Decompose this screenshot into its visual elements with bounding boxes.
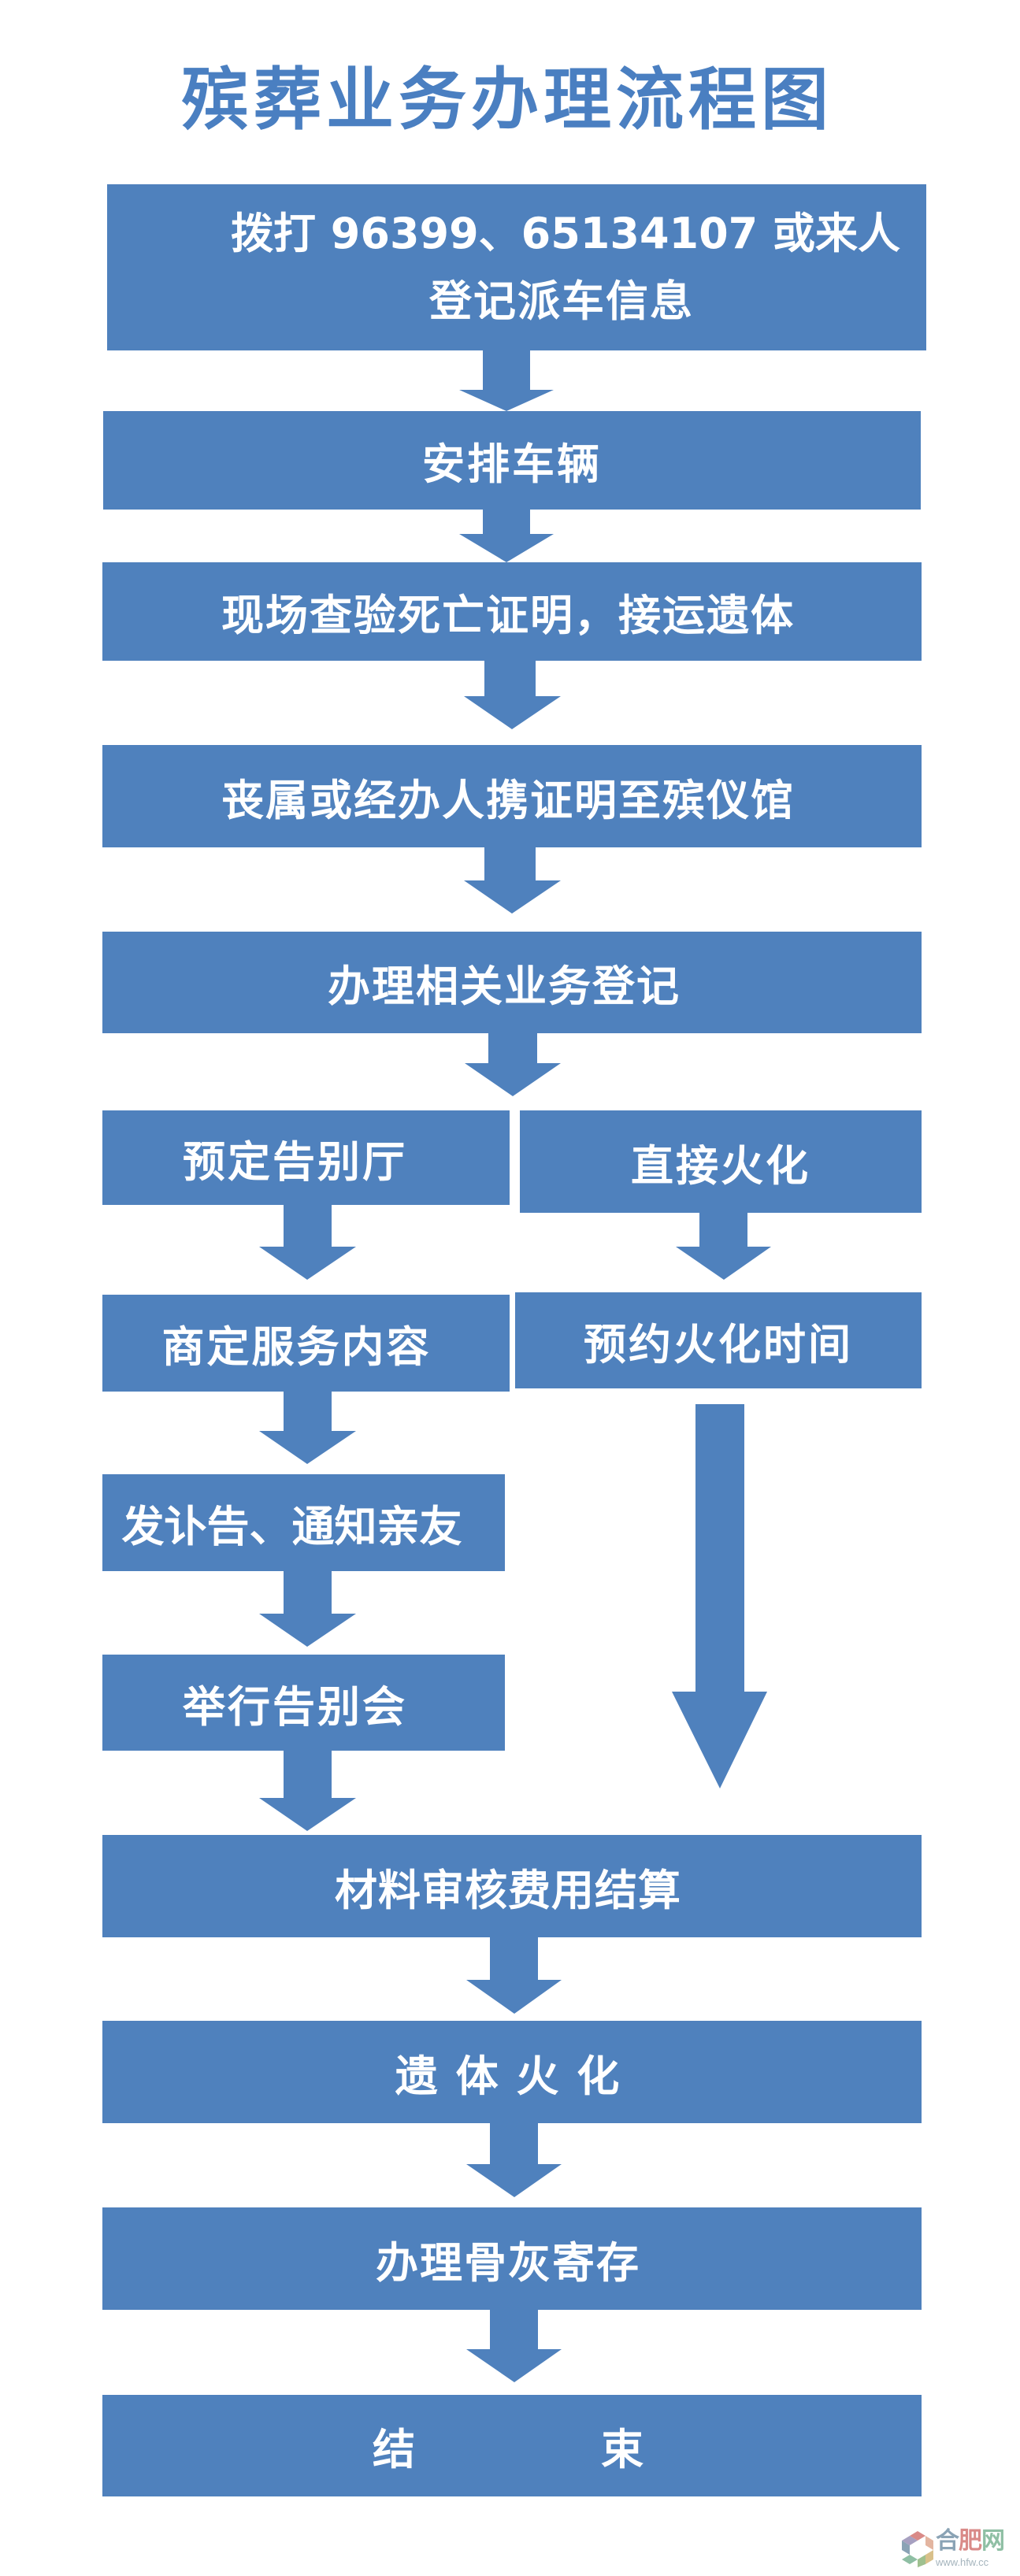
step-ash-storage-label: 办理骨灰寄存 xyxy=(376,2237,640,2288)
step-family-bring-certificate: 丧属或经办人携证明至殡仪馆 xyxy=(102,745,922,847)
down-arrow-icon xyxy=(259,1205,356,1280)
step-family-bring-certificate-label: 丧属或经办人携证明至殡仪馆 xyxy=(221,775,795,825)
step-hold-farewell: 举行告别会 xyxy=(102,1655,505,1751)
watermark-char2: 肥 xyxy=(959,2527,982,2555)
step-book-farewell-hall: 预定告别厅 xyxy=(102,1110,510,1205)
watermark-site-name: 合肥网 xyxy=(936,2527,1005,2555)
step-cremation: 遗 体 火 化 xyxy=(102,2021,922,2123)
down-arrow-icon xyxy=(466,2123,562,2197)
step-dispatch-registration-line2: 登记派车信息 xyxy=(429,276,694,326)
step-dispatch-registration: 拨打 96399、65134107 或来人 登记派车信息 xyxy=(107,184,926,350)
down-arrow-icon xyxy=(259,1571,356,1647)
step-discuss-services: 商定服务内容 xyxy=(102,1295,510,1392)
step-notify-relatives-label: 发讣告、通知亲友 xyxy=(121,1502,462,1551)
step-cremation-label: 遗 体 火 化 xyxy=(395,2051,621,2101)
step-direct-cremation-label: 直接火化 xyxy=(631,1140,810,1191)
step-arrange-vehicle-label: 安排车辆 xyxy=(422,439,602,489)
down-arrow-icon xyxy=(464,847,561,914)
watermark: 合肥网 www.hfw.cc xyxy=(898,2526,1020,2574)
step-business-registration-label: 办理相关业务登记 xyxy=(328,962,681,1011)
step-hold-farewell-label: 举行告别会 xyxy=(183,1681,407,1732)
step-review-and-settlement-label: 材料审核费用结算 xyxy=(335,1865,681,1915)
step-verify-and-transport-label: 现场查验死亡证明，接运遗体 xyxy=(221,591,795,640)
step-end: 结 束 xyxy=(102,2395,922,2496)
down-arrow-icon xyxy=(459,350,554,411)
step-notify-relatives: 发讣告、通知亲友 xyxy=(102,1474,505,1571)
down-arrow-icon xyxy=(466,2310,562,2382)
watermark-char3: 网 xyxy=(981,2527,1005,2555)
down-arrow-icon xyxy=(459,510,554,562)
step-book-farewell-hall-label: 预定告别厅 xyxy=(183,1136,407,1187)
step-discuss-services-label: 商定服务内容 xyxy=(161,1322,432,1372)
down-arrow-icon xyxy=(259,1751,356,1831)
down-arrow-icon xyxy=(465,1033,561,1096)
step-review-and-settlement: 材料审核费用结算 xyxy=(102,1835,922,1937)
step-verify-and-transport: 现场查验死亡证明，接运遗体 xyxy=(102,562,922,661)
down-arrow-icon xyxy=(259,1392,356,1464)
step-book-cremation-time-label: 预约火化时间 xyxy=(584,1319,853,1370)
long-down-arrow-icon xyxy=(672,1404,767,1788)
down-arrow-icon xyxy=(676,1213,771,1280)
hfw-logo-icon xyxy=(900,2530,935,2569)
step-direct-cremation: 直接火化 xyxy=(520,1110,922,1213)
step-book-cremation-time: 预约火化时间 xyxy=(515,1292,922,1388)
step-ash-storage: 办理骨灰寄存 xyxy=(102,2207,922,2310)
page-title: 殡葬业务办理流程图 xyxy=(181,61,833,139)
step-dispatch-registration-line1: 拨打 96399、65134107 或来人 xyxy=(231,208,901,258)
down-arrow-icon xyxy=(464,661,561,729)
step-business-registration: 办理相关业务登记 xyxy=(102,932,922,1033)
step-end-char2: 束 xyxy=(601,2425,644,2474)
step-arrange-vehicle: 安排车辆 xyxy=(103,411,921,510)
watermark-char1: 合 xyxy=(936,2527,959,2555)
step-end-char1: 结 xyxy=(373,2425,415,2474)
down-arrow-icon xyxy=(466,1937,562,2014)
watermark-url: www.hfw.cc xyxy=(936,2556,989,2568)
